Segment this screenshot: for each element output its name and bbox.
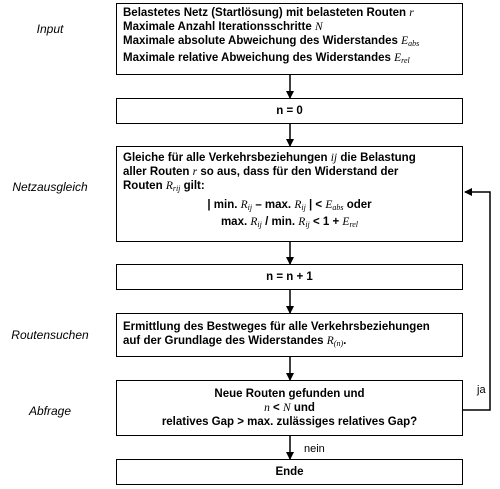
loop-back-arrow	[463, 188, 491, 411]
edge-label-ja: ja	[477, 384, 486, 396]
phase-label-abfrage: Abfrage	[28, 404, 72, 418]
increment-box: n = n + 1	[116, 264, 463, 290]
phase-label-netzausgleich: Netzausgleich	[12, 180, 88, 194]
ende-box: Ende	[116, 459, 463, 485]
init-box: n = 0	[116, 98, 463, 124]
phase-label-input: Input	[36, 22, 64, 36]
abfrage-box: Neue Routen gefunden und n < N und relat…	[116, 380, 463, 436]
routensuche-box: Ermittlung des Bestweges für alle Verkeh…	[116, 313, 463, 357]
input-box: Belastetes Netz (Startlösung) mit belast…	[116, 3, 463, 75]
netzausgleich-box: Gleiche für alle Verkehrsbeziehungen ij …	[116, 146, 463, 242]
edge-label-nein: nein	[304, 443, 325, 455]
phase-label-routensuchen: Routensuchen	[11, 328, 89, 342]
